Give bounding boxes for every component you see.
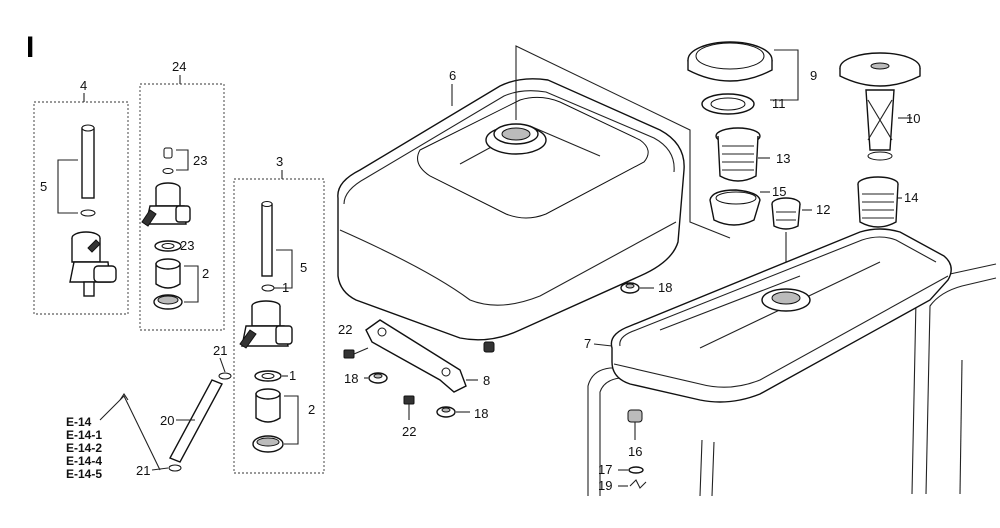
callout-4: 4 bbox=[80, 78, 87, 93]
strainer-13: 13 bbox=[715, 127, 790, 182]
strainer-tube-b bbox=[261, 203, 273, 277]
reference-list: E-14 E-14-1 E-14-2 E-14-4 E-14-5 bbox=[66, 415, 102, 481]
callout-9: 9 bbox=[810, 68, 817, 83]
fuel-valve bbox=[69, 231, 117, 297]
callout-19: 19 bbox=[598, 478, 612, 493]
strainer-12: 12 bbox=[771, 197, 830, 290]
callout-1a: 1 bbox=[282, 280, 289, 295]
callout-7: 7 bbox=[584, 336, 591, 351]
gasket-11: 11 bbox=[701, 93, 786, 115]
callout-13: 13 bbox=[776, 151, 790, 166]
callout-3: 3 bbox=[276, 154, 283, 169]
group-3: 3 5 1 1 2 bbox=[233, 154, 325, 474]
callout-21a: 21 bbox=[213, 343, 227, 358]
bracket-8: 8 bbox=[365, 319, 490, 393]
grommet-18c: 18 bbox=[620, 280, 672, 295]
callout-14: 14 bbox=[904, 190, 918, 205]
ref-4: E-14-5 bbox=[66, 467, 102, 481]
callout-1b: 1 bbox=[289, 368, 296, 383]
callout-2a: 2 bbox=[202, 266, 209, 281]
callout-8: 8 bbox=[483, 373, 490, 388]
cap-10: 10 bbox=[839, 52, 921, 161]
callout-12: 12 bbox=[816, 202, 830, 217]
callout-22b: 22 bbox=[402, 424, 416, 439]
ref-1: E-14-1 bbox=[66, 428, 102, 442]
callout-18b: 18 bbox=[474, 406, 488, 421]
callout-2b: 2 bbox=[308, 402, 315, 417]
ring-15: 15 bbox=[709, 184, 786, 226]
ref-2: E-14-2 bbox=[66, 441, 102, 455]
callout-10: 10 bbox=[906, 111, 920, 126]
callout-18a: 18 bbox=[344, 371, 358, 386]
fuel-tank-7: 7 16 17 19 bbox=[584, 228, 997, 497]
callout-18c: 18 bbox=[658, 280, 672, 295]
grommet-18b: 18 bbox=[436, 406, 488, 421]
callout-5b: 5 bbox=[300, 260, 307, 275]
strainer-tube bbox=[81, 127, 95, 199]
callout-17: 17 bbox=[598, 462, 612, 477]
ref-3: E-14-4 bbox=[66, 454, 102, 468]
valve-assembly-b bbox=[239, 300, 293, 349]
group-4: 4 5 bbox=[33, 78, 129, 315]
callout-23a: 23 bbox=[193, 153, 207, 168]
ref-0: E-14 bbox=[66, 415, 92, 429]
callout-15: 15 bbox=[772, 184, 786, 199]
callout-23b: 23 bbox=[180, 238, 194, 253]
fuel-cap-9: 9 bbox=[687, 41, 817, 101]
callout-20: 20 bbox=[160, 413, 174, 428]
fuel-tank-6: 6 bbox=[337, 45, 731, 353]
bolt-22a: 22 bbox=[338, 322, 369, 359]
section-letter: I bbox=[26, 31, 34, 64]
strainer-14: 14 bbox=[857, 176, 918, 228]
group-24: 24 23 23 2 bbox=[139, 59, 225, 331]
valve-assembly bbox=[141, 182, 191, 227]
bolt-22b: 22 bbox=[402, 395, 416, 439]
callout-22a: 22 bbox=[338, 322, 352, 337]
callout-6: 6 bbox=[449, 68, 456, 83]
callout-24: 24 bbox=[172, 59, 186, 74]
callout-16: 16 bbox=[628, 444, 642, 459]
fuel-line: 21 20 21 bbox=[99, 343, 232, 478]
callout-11: 11 bbox=[772, 96, 786, 111]
grommet-18a: 18 bbox=[344, 371, 388, 386]
callout-5a: 5 bbox=[40, 179, 47, 194]
callout-21b: 21 bbox=[136, 463, 150, 478]
